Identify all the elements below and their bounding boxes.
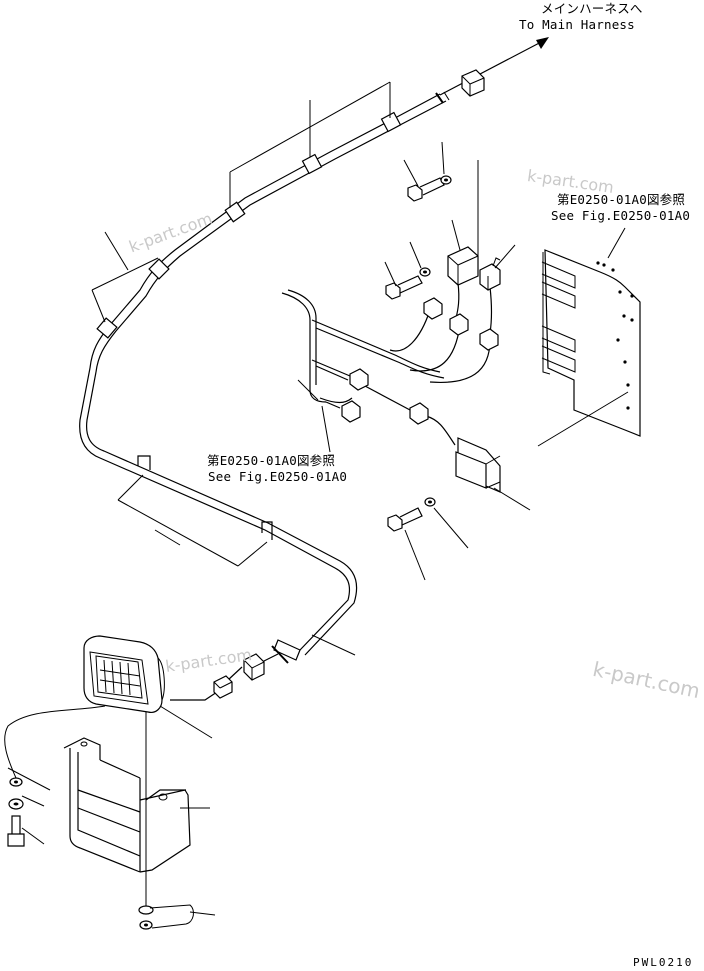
hardware-lower-left (4, 705, 216, 930)
to-main-harness-label-en: To Main Harness (519, 17, 635, 32)
relay-wiring (281, 141, 516, 446)
to-main-harness-label-jp: メインハーネスへ (541, 1, 643, 16)
main-harness-tube (89, 91, 450, 373)
reference-label-mid-en: See Fig.E0250-01A0 (208, 469, 348, 484)
leader-lines-lower (117, 474, 356, 656)
figure-code: PWL0210 (633, 956, 694, 969)
work-lamp (83, 635, 213, 910)
reference-label-top-jp: 第E0250-01A0図参照 (557, 192, 686, 207)
ref-leader (321, 405, 331, 453)
lamp-bracket (63, 737, 191, 873)
main-harness-arrow (439, 37, 549, 97)
leader-lines-upper (91, 81, 391, 323)
reference-label-mid-jp: 第E0250-01A0図参照 (207, 453, 336, 468)
panel-plate (537, 227, 641, 447)
reference-label-top-en: See Fig.E0250-01A0 (551, 208, 691, 223)
bolt-relay (385, 267, 431, 300)
lower-harness-tube (79, 367, 358, 701)
bolt-upper (407, 175, 452, 202)
timer-unit (387, 437, 531, 581)
